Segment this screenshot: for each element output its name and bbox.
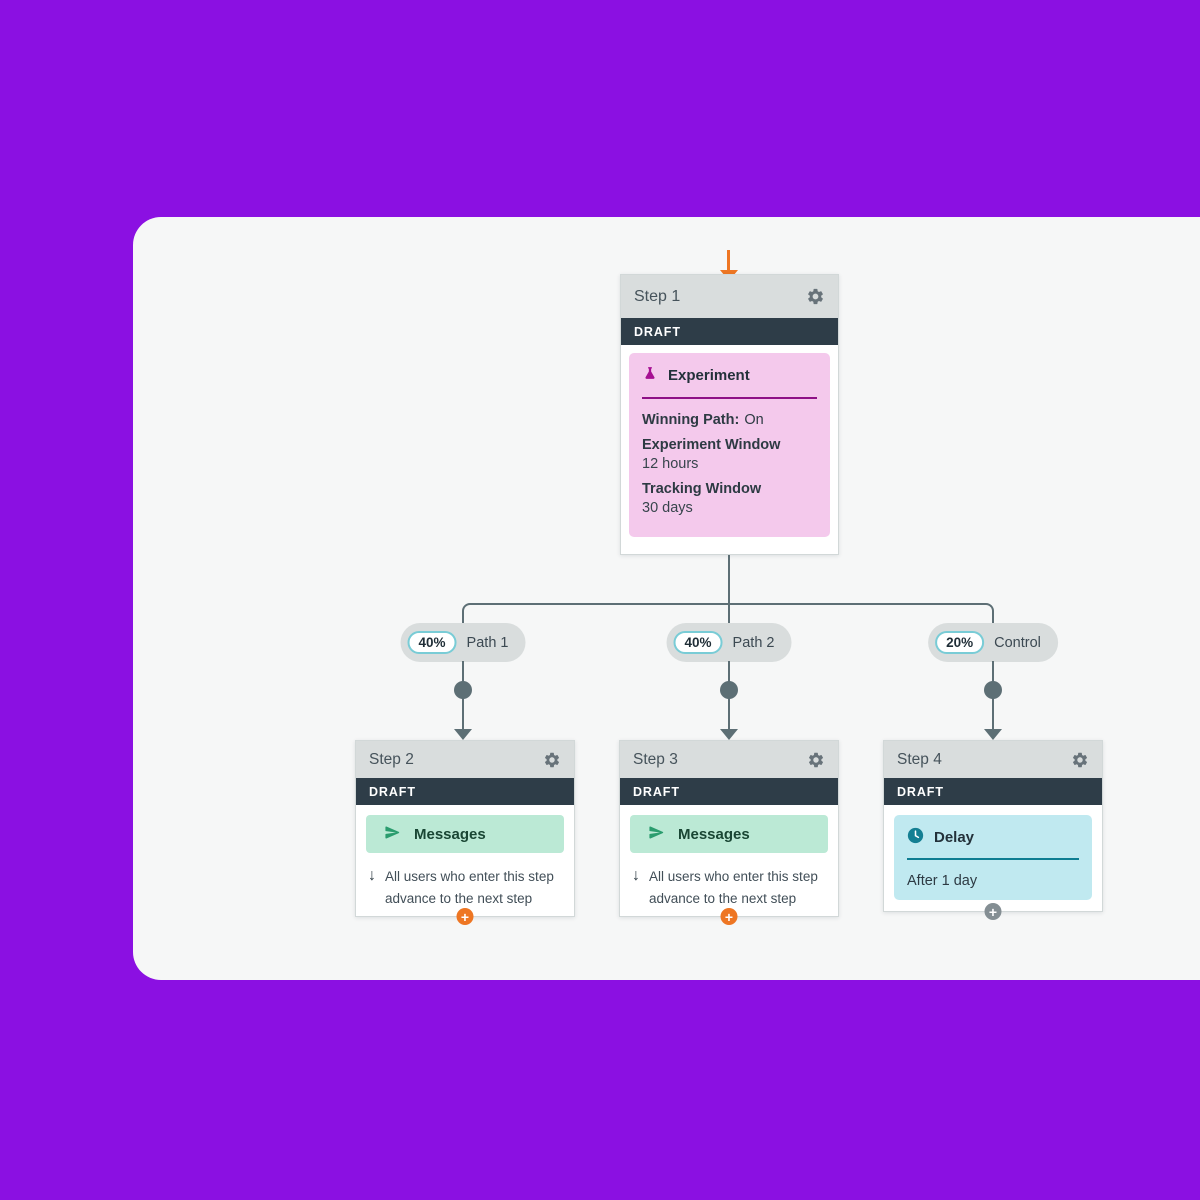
clock-icon — [907, 827, 924, 848]
messages-block[interactable]: Messages — [366, 815, 564, 853]
step-2-header[interactable]: Step 2 — [356, 741, 574, 778]
connector-elbow — [462, 603, 994, 629]
step-card-2[interactable]: Step 2 DRAFT Messages ↓ All users who en… — [355, 740, 575, 925]
delay-value: After 1 day — [907, 873, 978, 889]
flask-icon — [642, 365, 658, 386]
experiment-field-value: 12 hours — [642, 456, 699, 472]
connector-arrowhead — [720, 729, 738, 740]
advance-text: All users who enter this step advance to… — [649, 869, 818, 907]
gear-icon[interactable] — [543, 751, 561, 769]
entry-arrow-icon — [727, 250, 730, 272]
branch-dot — [454, 681, 472, 699]
step-title: Step 1 — [634, 287, 681, 305]
connector-line — [728, 555, 730, 625]
block-title: Experiment — [668, 367, 750, 384]
step-4-header[interactable]: Step 4 — [884, 741, 1102, 778]
down-arrow-icon: ↓ — [632, 867, 640, 884]
step-card-4[interactable]: Step 4 DRAFT Delay After 1 day + — [883, 740, 1103, 920]
experiment-field-label: Tracking Window — [642, 481, 762, 497]
branch-pill-path-2[interactable]: 40% Path 2 — [666, 623, 792, 662]
gear-icon[interactable] — [807, 751, 825, 769]
step-card-3[interactable]: Step 3 DRAFT Messages ↓ All users who en… — [619, 740, 839, 925]
experiment-field-value: 30 days — [642, 500, 693, 516]
block-title: Messages — [678, 825, 750, 843]
step-title: Step 3 — [633, 750, 678, 768]
branch-pill-control[interactable]: 20% Control — [928, 623, 1058, 662]
advance-text: All users who enter this step advance to… — [385, 869, 554, 907]
step-card-1[interactable]: Step 1 DRAFT Experiment Winning Path:On … — [620, 274, 839, 555]
branch-dot — [720, 681, 738, 699]
branch-label: Path 1 — [466, 634, 509, 651]
branch-percent-badge: 40% — [673, 631, 723, 654]
status-badge: DRAFT — [620, 778, 838, 805]
block-title: Delay — [934, 829, 975, 846]
paper-plane-icon — [383, 824, 402, 845]
step-title: Step 2 — [369, 750, 414, 768]
branch-dot — [984, 681, 1002, 699]
divider — [642, 397, 817, 399]
branch-percent-badge: 40% — [407, 631, 457, 654]
messages-block[interactable]: Messages — [630, 815, 828, 853]
plus-icon[interactable]: + — [984, 903, 1002, 920]
status-badge: DRAFT — [356, 778, 574, 805]
status-badge: DRAFT — [621, 318, 838, 345]
experiment-field-label: Experiment Window — [642, 437, 781, 453]
paper-plane-icon — [647, 824, 666, 845]
connector-arrowhead — [984, 729, 1002, 740]
step-1-header[interactable]: Step 1 — [621, 275, 838, 318]
gear-icon[interactable] — [806, 287, 825, 306]
branch-label: Path 2 — [732, 634, 775, 651]
connector-arrowhead — [454, 729, 472, 740]
block-title: Messages — [414, 825, 486, 843]
branch-label: Control — [994, 634, 1041, 651]
status-badge: DRAFT — [884, 778, 1102, 805]
branch-pill-path-1[interactable]: 40% Path 1 — [400, 623, 526, 662]
down-arrow-icon: ↓ — [368, 867, 376, 884]
experiment-field: Winning Path:On — [642, 412, 764, 428]
plus-icon[interactable]: + — [456, 908, 474, 925]
divider — [907, 858, 1079, 860]
branch-percent-badge: 20% — [935, 631, 985, 654]
step-title: Step 4 — [897, 750, 942, 768]
step-3-header[interactable]: Step 3 — [620, 741, 838, 778]
advance-description: ↓ All users who enter this step advance … — [368, 866, 564, 911]
plus-icon[interactable]: + — [720, 908, 738, 925]
advance-description: ↓ All users who enter this step advance … — [632, 866, 828, 911]
delay-block[interactable]: Delay After 1 day — [894, 815, 1092, 900]
experiment-block[interactable]: Experiment Winning Path:On Experiment Wi… — [629, 353, 830, 537]
gear-icon[interactable] — [1071, 751, 1089, 769]
